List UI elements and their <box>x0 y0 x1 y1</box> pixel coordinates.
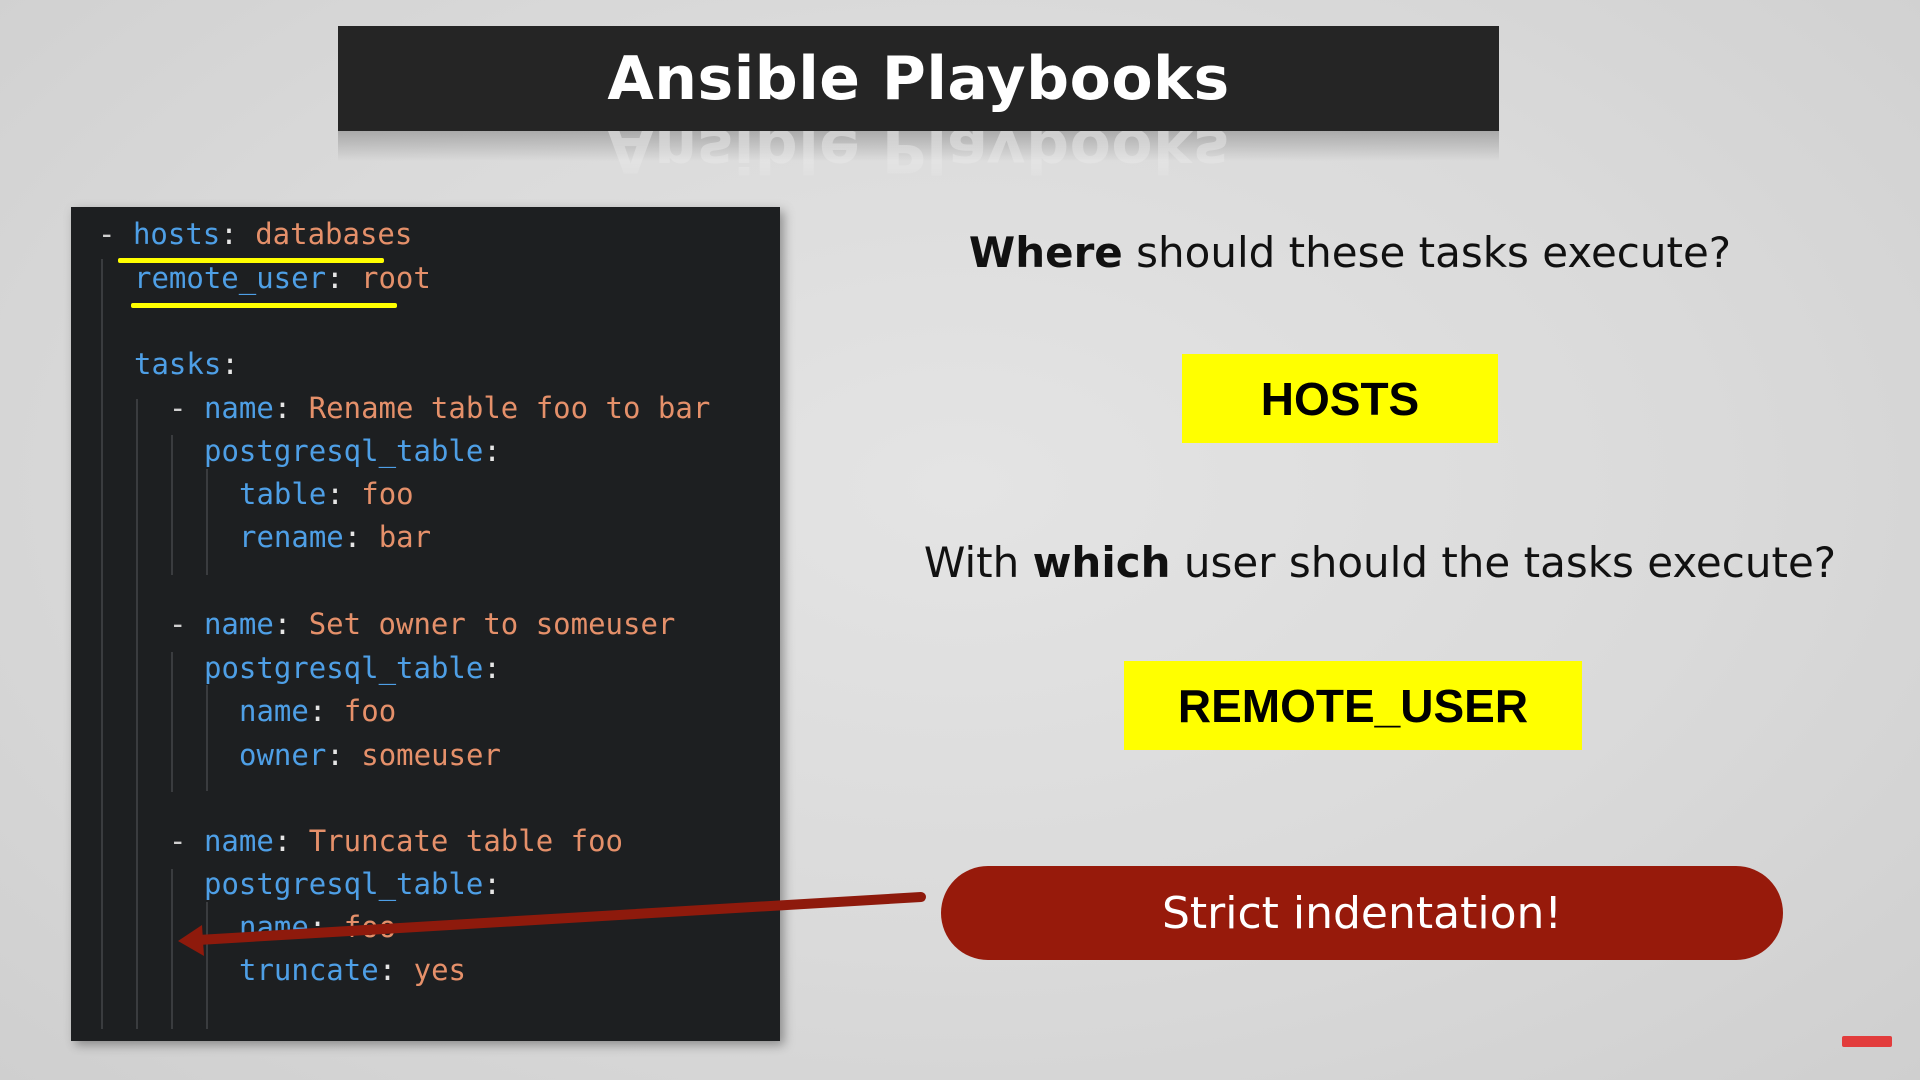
code-editor-panel: - hosts: databases remote_user: root tas… <box>71 207 780 1041</box>
hosts-highlight-underline <box>118 258 384 263</box>
code-line-task1-module: postgresql_table: <box>204 430 501 472</box>
strict-indentation-text: Strict indentation! <box>1161 887 1563 939</box>
list-dash: - <box>98 217 116 251</box>
yaml-value: Set owner to someuser <box>308 607 676 641</box>
question-which-pre: With <box>923 538 1033 587</box>
code-line-task1-rename: rename: bar <box>239 516 431 558</box>
answer-hosts-box: HOSTS <box>1182 354 1498 443</box>
yaml-key: tasks <box>134 347 222 381</box>
yaml-key: name <box>239 910 309 944</box>
indent-guide <box>171 652 173 792</box>
yaml-value: foo <box>343 694 397 728</box>
yaml-value: Truncate table foo <box>308 824 623 858</box>
yaml-key: remote_user <box>134 261 327 295</box>
yaml-value: databases <box>255 217 413 251</box>
indent-guide <box>206 685 208 791</box>
question-where: Where should these tasks execute? <box>940 228 1760 277</box>
indent-guide <box>136 399 138 1029</box>
indent-guide <box>171 435 173 575</box>
code-line-task3-module: postgresql_table: <box>204 863 501 905</box>
code-line-task2-name: - name: Set owner to someuser <box>169 603 675 645</box>
code-line-task2-module: postgresql_table: <box>204 647 501 689</box>
yaml-colon: : <box>326 261 344 295</box>
yaml-colon: : <box>221 347 239 381</box>
yaml-key: owner <box>239 738 327 772</box>
code-line-remote-user: remote_user: root <box>134 257 431 299</box>
yaml-colon: : <box>343 520 362 554</box>
answer-remote-user-label: REMOTE_USER <box>1177 679 1529 732</box>
yaml-colon: : <box>326 477 344 511</box>
yaml-key: postgresql_table <box>204 651 484 685</box>
indent-guide <box>101 259 103 1029</box>
yaml-value: someuser <box>361 738 501 772</box>
yaml-colon: : <box>273 391 292 425</box>
code-line-task2-owner: owner: someuser <box>239 734 501 776</box>
answer-remote-user-box: REMOTE_USER <box>1124 661 1582 750</box>
question-which-bold: which <box>1032 538 1171 587</box>
slide-title: Ansible Playbooks <box>607 43 1230 114</box>
yaml-value: foo <box>361 477 414 511</box>
yaml-colon: : <box>483 651 501 685</box>
yaml-colon: : <box>308 910 327 944</box>
yaml-colon: : <box>220 217 238 251</box>
yaml-colon: : <box>273 607 292 641</box>
question-where-rest: should these tasks execute? <box>1122 228 1732 277</box>
yaml-key: name <box>239 694 309 728</box>
list-dash: - <box>169 391 187 425</box>
code-line-task1-name: - name: Rename table foo to bar <box>169 387 710 429</box>
yaml-key: truncate <box>239 953 379 987</box>
strict-indentation-callout: Strict indentation! <box>941 866 1783 960</box>
yaml-value: Rename table foo to bar <box>308 391 711 425</box>
yaml-value: root <box>361 261 431 295</box>
yaml-value: foo <box>343 910 397 944</box>
question-which-user: With which user should the tasks execute… <box>880 538 1880 587</box>
code-line-task2-table-name: name: foo <box>239 690 396 732</box>
yaml-key: name <box>203 607 274 641</box>
code-line-task1-table: table: foo <box>239 473 414 515</box>
list-dash: - <box>169 607 187 641</box>
indent-guide <box>171 869 173 1029</box>
yaml-colon: : <box>483 867 501 901</box>
yaml-colon: : <box>378 953 397 987</box>
question-where-bold: Where <box>968 228 1123 277</box>
yaml-key: table <box>239 477 327 511</box>
indent-guide <box>206 902 208 1029</box>
code-line-tasks: tasks: <box>134 343 239 385</box>
yaml-value: yes <box>413 953 467 987</box>
yaml-colon: : <box>483 434 501 468</box>
yaml-key: hosts <box>132 217 221 251</box>
subscribe-badge-icon[interactable] <box>1842 1036 1892 1047</box>
yaml-key: rename <box>239 520 344 554</box>
yaml-key: name <box>203 824 274 858</box>
remote-user-highlight-underline <box>131 303 397 308</box>
yaml-colon: : <box>308 694 327 728</box>
answer-hosts-label: HOSTS <box>1260 372 1420 425</box>
yaml-value: bar <box>378 520 432 554</box>
code-line-task3-name: - name: Truncate table foo <box>169 820 623 862</box>
yaml-key: postgresql_table <box>204 867 484 901</box>
code-line-hosts: - hosts: databases <box>98 213 412 255</box>
code-line-task3-table-name: name: foo <box>239 906 396 948</box>
slide-title-bar: Ansible Playbooks <box>338 26 1499 131</box>
yaml-key: name <box>203 391 274 425</box>
question-which-rest: user should the tasks execute? <box>1170 538 1837 587</box>
indent-guide <box>206 469 208 575</box>
yaml-key: postgresql_table <box>204 434 484 468</box>
list-dash: - <box>169 824 187 858</box>
title-shadow <box>338 131 1499 161</box>
yaml-colon: : <box>273 824 292 858</box>
yaml-colon: : <box>326 738 344 772</box>
slide-title-reflection: Ansible Playbooks <box>338 131 1499 203</box>
slide-title-mirror: Ansible Playbooks <box>607 131 1230 185</box>
code-line-task3-truncate: truncate: yes <box>239 949 466 991</box>
